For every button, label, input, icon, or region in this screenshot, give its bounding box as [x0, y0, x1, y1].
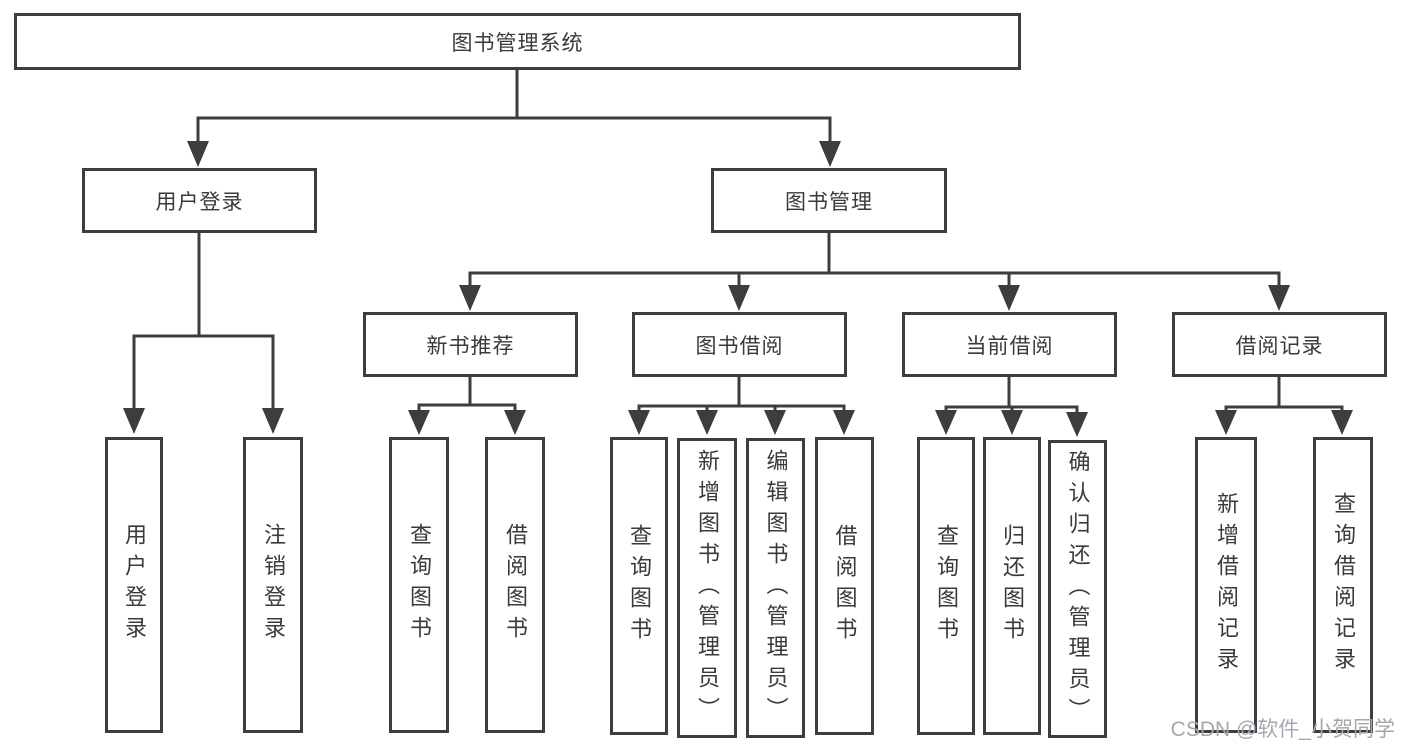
node-borrow-records: 借阅记录 — [1172, 312, 1387, 377]
node-label: 查询借阅记录 — [1331, 492, 1356, 678]
node-library-management-system: 图书管理系统 — [14, 13, 1021, 70]
node-label: 查询图书 — [407, 523, 432, 647]
node-label: 图书借阅 — [695, 334, 784, 358]
node-label: 借阅图书 — [503, 523, 528, 647]
node-label: 用户登录 — [155, 190, 244, 214]
node-logout-leaf: 注销登录 — [243, 437, 303, 733]
node-query-books-recommend: 查询图书 — [389, 437, 449, 733]
node-label: 查询图书 — [627, 524, 652, 648]
node-label: 新书推荐 — [426, 334, 515, 358]
node-borrow-books-leaf: 借阅图书 — [815, 437, 874, 735]
node-label: 图书管理 — [785, 190, 873, 214]
node-book-management: 图书管理 — [711, 168, 947, 233]
node-confirm-return-admin: 确认归还（管理员） — [1048, 440, 1107, 738]
node-label: 新增借阅记录 — [1214, 492, 1239, 678]
node-add-book-admin: 新增图书（管理员） — [677, 438, 737, 738]
node-borrow-books-recommend: 借阅图书 — [485, 437, 545, 733]
node-label: 借阅记录 — [1235, 334, 1324, 358]
node-user-login: 用户登录 — [82, 168, 317, 233]
node-label: 查询图书 — [934, 524, 959, 648]
node-current-borrow: 当前借阅 — [902, 312, 1117, 377]
node-query-books-borrow: 查询图书 — [610, 437, 668, 735]
watermark: CSDN @软件_小贺同学 — [1170, 718, 1395, 741]
node-add-borrow-record: 新增借阅记录 — [1195, 437, 1257, 733]
node-label: 新增图书（管理员） — [695, 448, 720, 728]
node-return-book: 归还图书 — [983, 437, 1041, 735]
node-query-borrow-record: 查询借阅记录 — [1313, 437, 1373, 733]
node-user-login-leaf: 用户登录 — [105, 437, 163, 733]
node-label: 当前借阅 — [965, 334, 1054, 358]
node-label: 编辑图书（管理员） — [763, 448, 789, 728]
node-label: 用户登录 — [122, 523, 147, 647]
node-edit-book-admin: 编辑图书（管理员） — [746, 438, 805, 738]
node-label: 注销登录 — [261, 523, 286, 647]
node-query-books-current: 查询图书 — [917, 437, 975, 735]
node-label: 借阅图书 — [832, 524, 858, 648]
node-label: 图书管理系统 — [451, 31, 584, 55]
node-book-borrow: 图书借阅 — [632, 312, 847, 377]
node-label: 归还图书 — [1000, 524, 1025, 648]
arrowhead-icons — [123, 141, 1353, 437]
node-new-book-recommend: 新书推荐 — [363, 312, 578, 377]
node-label: 确认归还（管理员） — [1065, 449, 1091, 729]
